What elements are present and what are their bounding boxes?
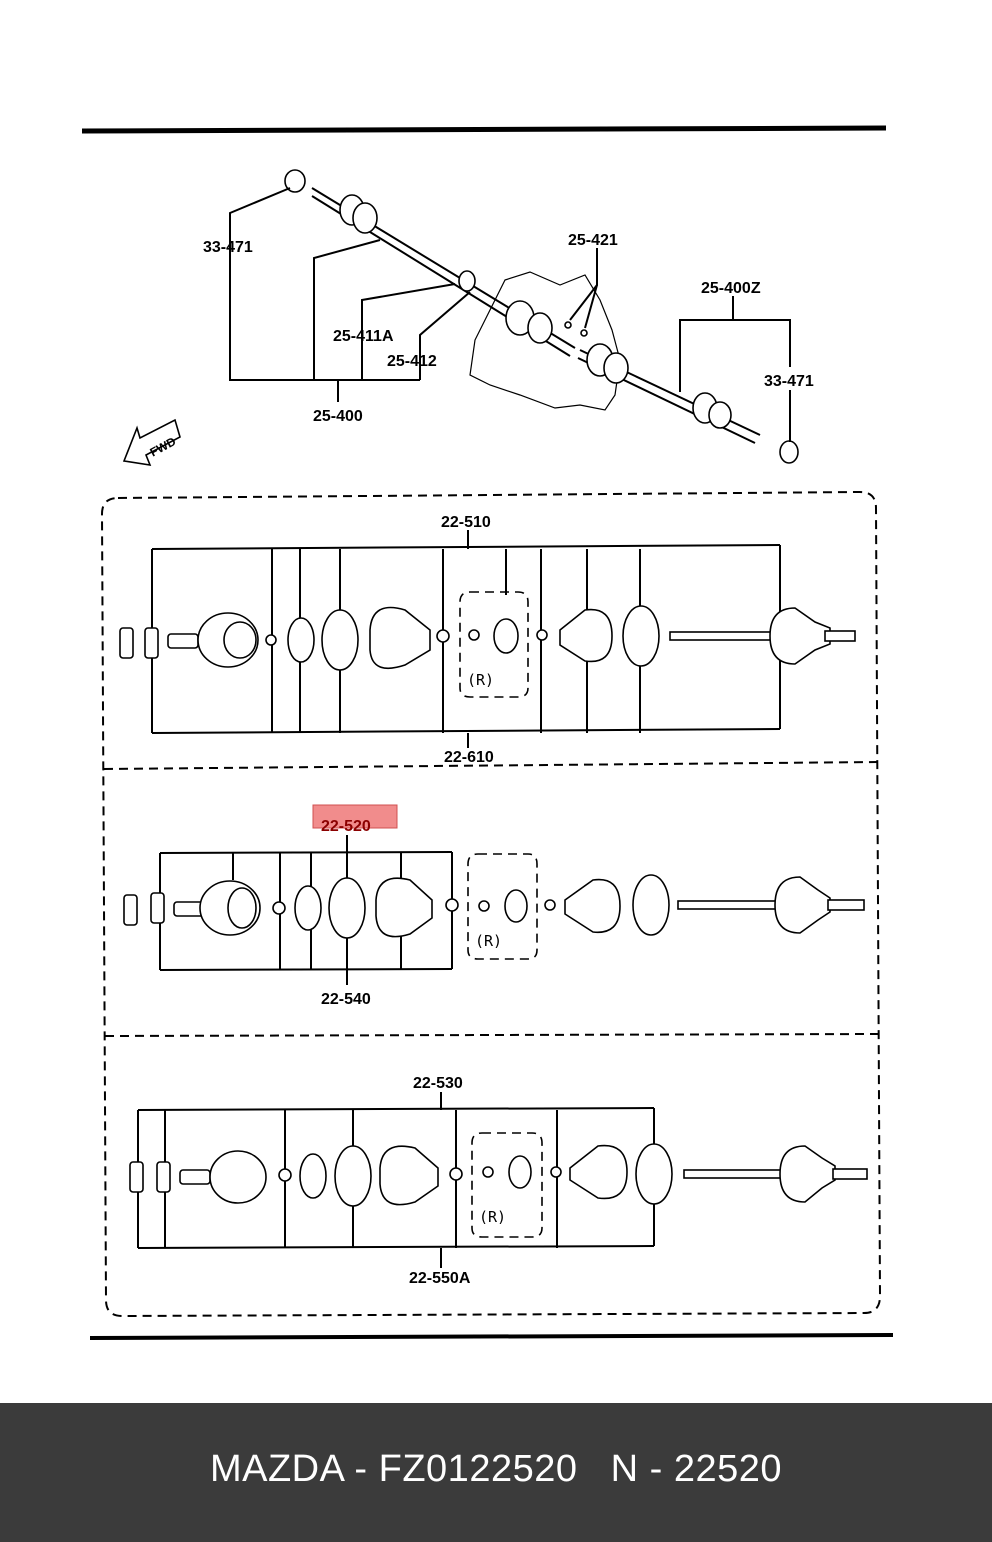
label-25-411a: 25-411A <box>333 328 394 345</box>
label-33-471-top: 33-471 <box>203 239 253 256</box>
options-frame <box>100 490 882 1318</box>
label-22-540: 22-540 <box>321 991 371 1008</box>
fwd-label: FWD <box>148 434 179 459</box>
label-33-471-right: 33-471 <box>764 373 814 390</box>
bottom-rule <box>89 1333 894 1340</box>
section-22-530: (R) 22-530 22-550A <box>129 1075 868 1287</box>
footer-bar: MAZDA - FZ0122520 N - 22520 <box>0 1403 992 1542</box>
option-box-r <box>459 591 529 698</box>
divider-2 <box>104 1033 880 1037</box>
part-number-caption: MAZDA - FZ0122520 N - 22520 <box>209 1448 783 1490</box>
label-22-530: 22-530 <box>413 1075 463 1092</box>
r-label-2: (R) <box>475 932 502 950</box>
label-25-421: 25-421 <box>568 232 618 249</box>
r-label-1: (R) <box>467 671 494 689</box>
nut-left <box>284 169 306 193</box>
transmission-outline <box>469 271 621 411</box>
parts-diagram: 33-471 25-400 25-411A 25-412 25-421 25-4… <box>81 125 894 1340</box>
axle-assembly-view: 33-471 25-400 25-411A 25-412 25-421 25-4… <box>122 169 814 467</box>
option-box-r-3 <box>471 1132 543 1238</box>
nut-right <box>779 440 799 464</box>
label-22-550a: 22-550A <box>409 1270 471 1287</box>
option-box-r-2 <box>467 853 538 960</box>
top-rule <box>81 125 887 134</box>
section-22-520: (R) 22-520 22-540 <box>123 804 865 1008</box>
divider-1 <box>103 761 879 770</box>
label-22-610: 22-610 <box>444 749 494 766</box>
label-25-412: 25-412 <box>387 353 437 370</box>
fwd-arrow-icon: FWD <box>122 418 181 467</box>
r-label-3: (R) <box>479 1208 506 1226</box>
label-22-510: 22-510 <box>441 514 491 531</box>
bearing-25-411a <box>458 270 476 292</box>
highlight-22-520 <box>312 804 398 829</box>
label-25-400: 25-400 <box>313 408 363 425</box>
label-22-520: 22-520 <box>321 818 371 835</box>
section-22-510: (R) 22-510 22-610 <box>119 514 856 766</box>
label-25-400z: 25-400Z <box>701 280 761 297</box>
